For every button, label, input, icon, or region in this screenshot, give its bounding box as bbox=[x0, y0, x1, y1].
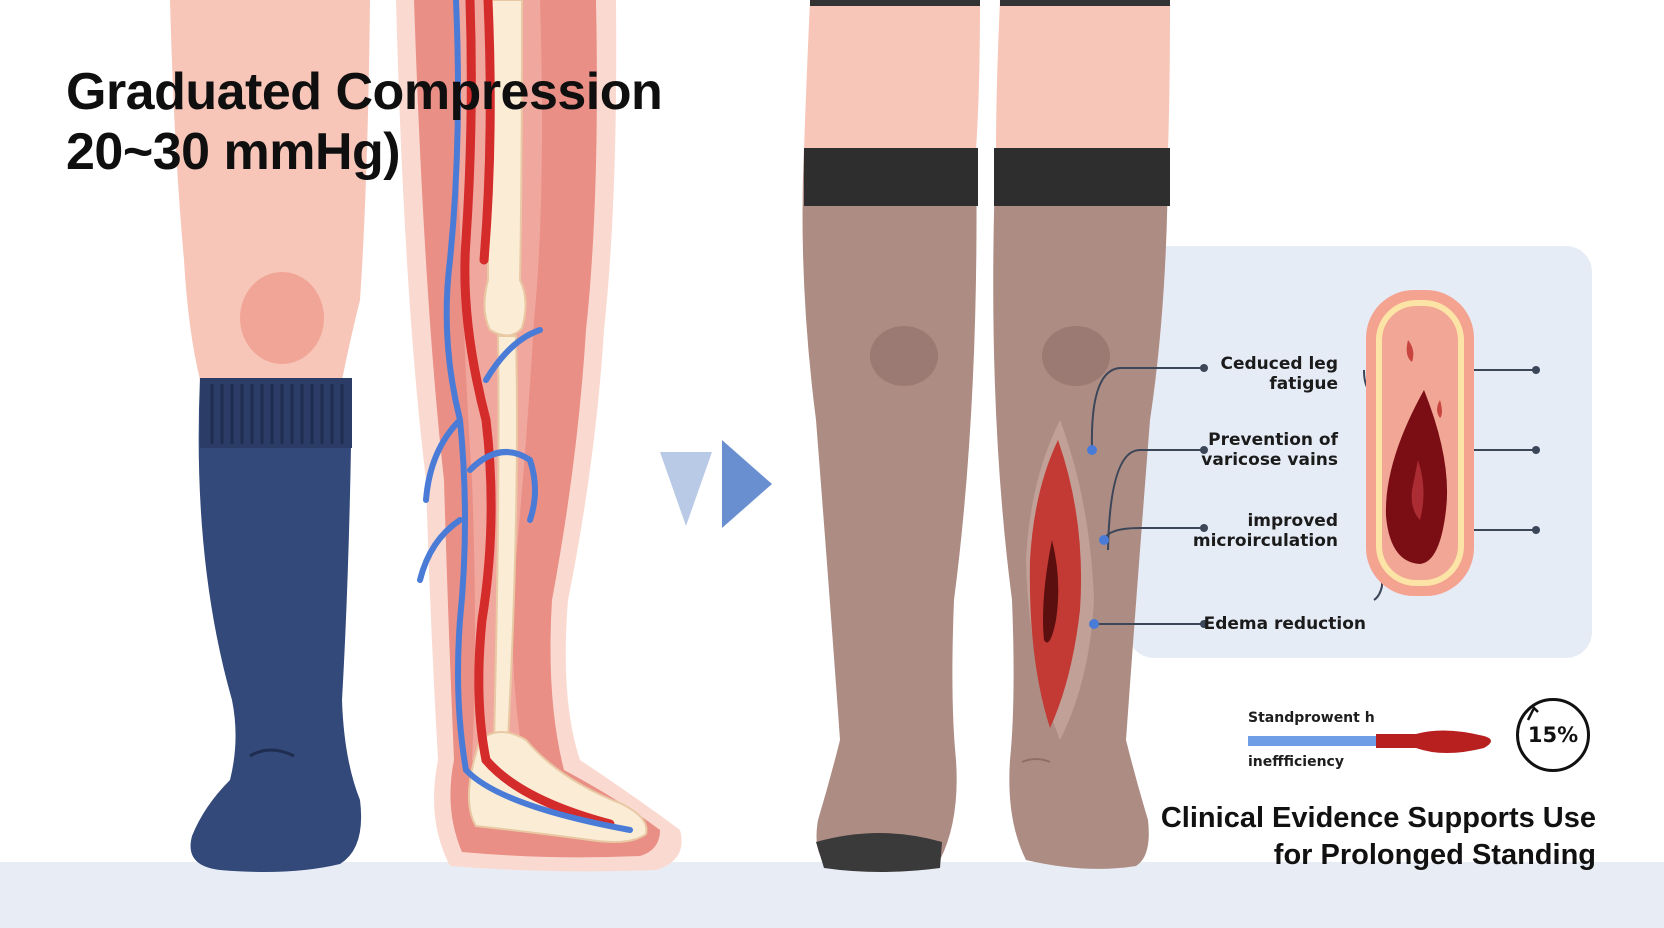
benefit-2-line1: Prevention of bbox=[1208, 430, 1338, 450]
benefit-2-line2: varicose vains bbox=[1201, 450, 1338, 470]
callout-connectors bbox=[1087, 364, 1208, 629]
capacity-bottom-label: ineffficiency bbox=[1248, 754, 1344, 770]
sock bbox=[190, 378, 362, 872]
capacity-bar bbox=[1248, 730, 1491, 753]
benefit-prevent-varicose: Prevention of varicose vains bbox=[1201, 430, 1338, 470]
compression-stocking-legs-illustration bbox=[802, 0, 1170, 872]
vein bbox=[417, 0, 633, 833]
benefit-reduced-fatigue: Ceduced leg fatigue bbox=[1221, 354, 1339, 394]
clock-badge-icon: 15% bbox=[1516, 698, 1590, 772]
bones bbox=[467, 0, 648, 843]
title-line-2: 20~30 mmHg) bbox=[66, 123, 401, 181]
benefit-1-line1: Ceduced leg bbox=[1220, 354, 1339, 374]
footer-caption: Clinical Evidence Supports Use for Prolo… bbox=[1161, 800, 1596, 874]
benefit-1-line2: fatigue bbox=[1269, 374, 1338, 394]
artery bbox=[460, 0, 615, 829]
footer-line-2: for Prolonged Standing bbox=[1273, 839, 1596, 871]
left-stocking-band bbox=[804, 148, 978, 206]
benefit-edema-reduction: Edema reduction bbox=[1204, 614, 1366, 634]
right-stocking-band bbox=[994, 148, 1170, 206]
vein-cross-section-icon bbox=[1363, 290, 1540, 601]
title-line-1: Graduated Compression bbox=[66, 63, 663, 121]
benefit-3-line2: microirculation bbox=[1192, 531, 1338, 551]
anatomy-leg-illustration bbox=[396, 0, 682, 872]
benefit-3-line1: improved bbox=[1247, 511, 1338, 531]
benefit-4-line1: Edema reduction bbox=[1203, 614, 1366, 634]
clock-hand-icon bbox=[1526, 705, 1539, 721]
percent-value: 15% bbox=[1527, 723, 1579, 747]
capacity-top-label: Standprowent h bbox=[1248, 710, 1375, 726]
arrow-right-icon bbox=[660, 440, 772, 528]
benefit-microcirculation: improved microirculation bbox=[1193, 511, 1338, 551]
page-title: Graduated Compression 20~30 mmHg) bbox=[66, 62, 663, 182]
floor-band bbox=[0, 862, 1664, 928]
leg-with-sock-illustration bbox=[170, 0, 370, 872]
left-stocking bbox=[802, 148, 977, 869]
footer-line-1: Clinical Evidence Supports Use bbox=[1160, 802, 1596, 834]
